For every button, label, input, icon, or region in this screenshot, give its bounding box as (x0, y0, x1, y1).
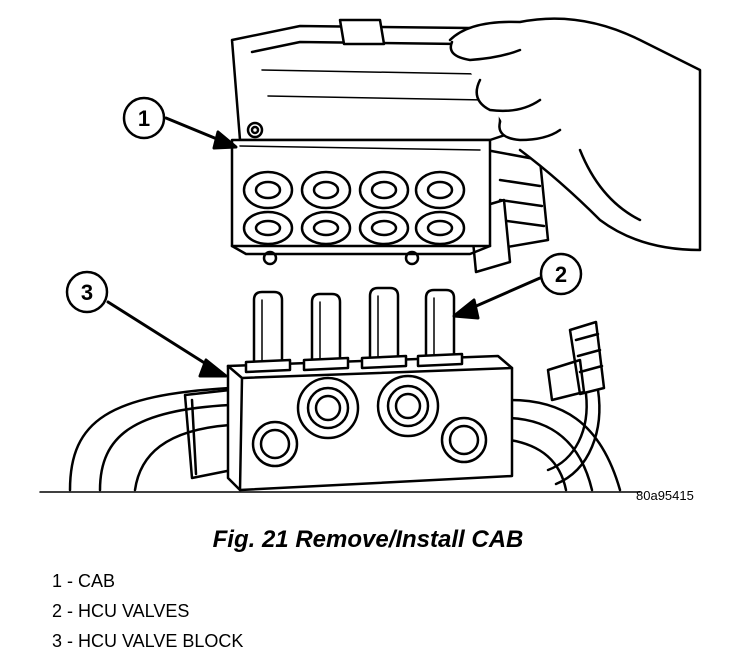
background-hoses (39, 386, 641, 493)
hcu-valve (302, 292, 350, 372)
callout-circle-1 (122, 96, 166, 140)
callouts (65, 96, 583, 314)
legend-label: - HCU VALVES (62, 601, 190, 621)
callout-leaders (106, 116, 542, 378)
legend-item: 1 - CAB (52, 566, 243, 596)
legend: 1 - CAB 2 - HCU VALVES 3 - HCU VALVE BLO… (52, 566, 243, 656)
hcu-valve (416, 288, 464, 368)
legend-number: 1 (52, 571, 63, 591)
valve-port (440, 416, 488, 464)
arrowhead-3 (198, 358, 228, 378)
valve-port (259, 428, 291, 460)
hcu-valve (244, 290, 292, 374)
leader-3 (106, 300, 224, 376)
valve-port (314, 394, 342, 422)
hcu-valve (360, 286, 408, 370)
arrowhead-2 (452, 298, 480, 320)
hcu-valves (244, 286, 464, 374)
callout-number-2: 2 (555, 262, 567, 287)
callout-number-3: 3 (81, 280, 93, 305)
valve-port (251, 420, 299, 468)
cab-module (230, 18, 550, 274)
valve-port (306, 386, 350, 430)
hcu-valve-block (226, 354, 514, 492)
legend-label: - CAB (62, 571, 116, 591)
valve-port (394, 392, 422, 420)
callout-circle-2 (539, 252, 583, 296)
callout-number-1: 1 (138, 106, 150, 131)
legend-item: 2 - HCU VALVES (52, 596, 243, 626)
legend-label: - HCU VALVE BLOCK (62, 631, 244, 651)
cab-illustration: 1 2 3 (39, 17, 702, 493)
figure-code: 80a95415 (636, 488, 694, 503)
legend-item: 3 - HCU VALVE BLOCK (52, 626, 243, 656)
legend-number: 2 (52, 601, 63, 621)
wiring-connector (546, 320, 606, 486)
technician-hand (448, 17, 702, 252)
valve-port (448, 424, 480, 456)
legend-number: 3 (52, 631, 63, 651)
callout-circle-3 (65, 270, 109, 314)
figure-caption: Fig. 21 Remove/Install CAB (212, 526, 524, 553)
arrowhead-1 (212, 130, 238, 150)
valve-port (386, 384, 430, 428)
